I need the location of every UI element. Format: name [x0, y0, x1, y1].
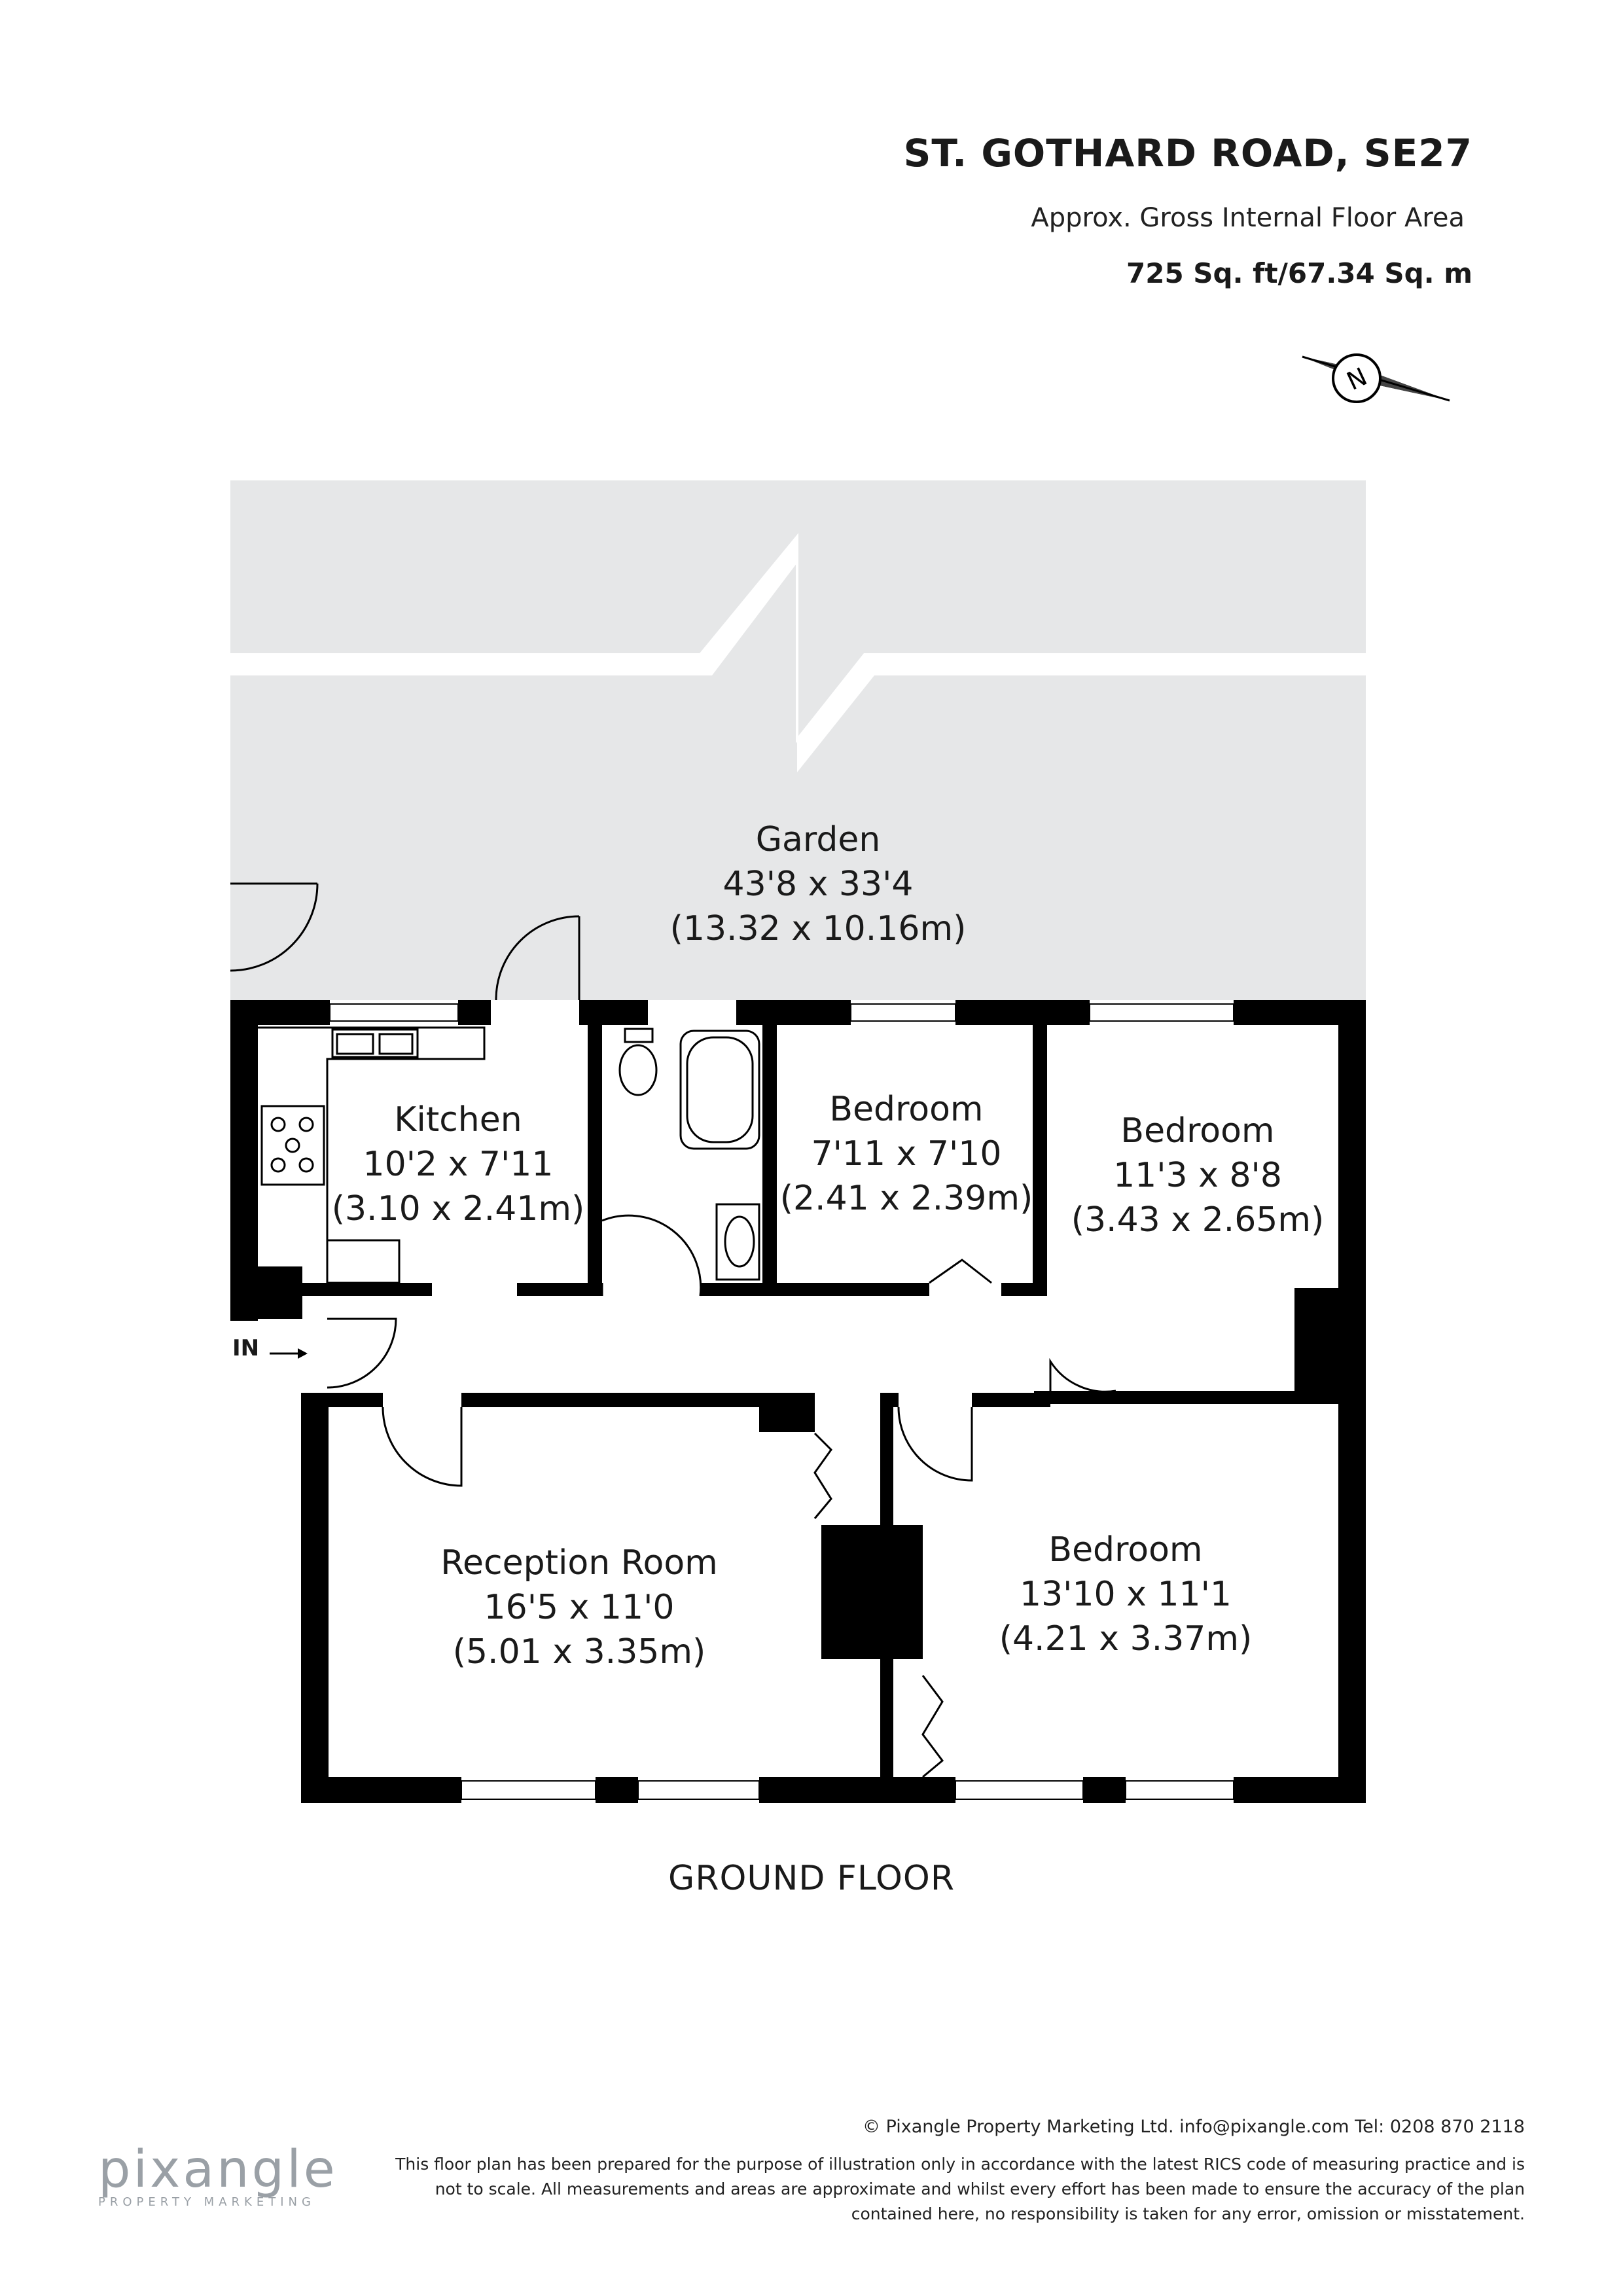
entrance-label: IN — [232, 1335, 260, 1361]
garden-gate — [230, 882, 319, 972]
floor-label: GROUND FLOOR — [668, 1859, 955, 1898]
kitchen-door-swing — [495, 915, 580, 1001]
bedroom-3-metric: (4.21 x 3.37m) — [999, 1619, 1253, 1659]
bedroom-3-name: Bedroom — [1048, 1530, 1202, 1570]
garden-metric: (13.32 x 10.16m) — [670, 909, 967, 948]
disclaimer-line-2: not to scale. All measurements and areas… — [435, 2179, 1525, 2198]
bedroom-1-label: Bedroom 7'11 x 7'10 (2.41 x 2.39m) — [780, 1090, 1033, 1218]
bedroom-3-label: Bedroom 13'10 x 11'1 (4.21 x 3.37m) — [999, 1530, 1253, 1659]
bedroom-2-name: Bedroom — [1120, 1111, 1274, 1151]
pixangle-logo: pixangle PROPERTY MARKETING — [98, 2140, 360, 2209]
north-compass-icon: N — [1302, 353, 1450, 403]
garden-name: Garden — [756, 820, 881, 859]
garden-imperial: 43'8 x 33'4 — [723, 865, 914, 904]
door-swings — [327, 1259, 1116, 1778]
logo-tagline: PROPERTY MARKETING — [98, 2195, 315, 2209]
kitchen-name: Kitchen — [394, 1100, 522, 1139]
disclaimer-line-3: contained here, no responsibility is tak… — [851, 2204, 1525, 2223]
kitchen-metric: (3.10 x 2.41m) — [332, 1189, 585, 1229]
bedroom-1-metric: (2.41 x 2.39m) — [780, 1179, 1033, 1218]
walls — [230, 1000, 1366, 1803]
bedroom-1-name: Bedroom — [829, 1090, 983, 1129]
kitchen-imperial: 10'2 x 7'11 — [363, 1145, 554, 1184]
floor-area: 725 Sq. ft/67.34 Sq. m — [1126, 257, 1472, 289]
area-caption: Approx. Gross Internal Floor Area — [1031, 203, 1465, 233]
kitchen-fixtures — [258, 1026, 486, 1284]
windows — [329, 1003, 1234, 1800]
bedroom-2-imperial: 11'3 x 8'8 — [1113, 1156, 1282, 1195]
reception-metric: (5.01 x 3.35m) — [453, 1632, 706, 1672]
bedroom-2-metric: (3.43 x 2.65m) — [1071, 1200, 1325, 1240]
garden-area — [230, 480, 1366, 1000]
logo-word: pixangle — [98, 2140, 338, 2199]
kitchen-label: Kitchen 10'2 x 7'11 (3.10 x 2.41m) — [332, 1100, 585, 1229]
bedroom-3-imperial: 13'10 x 11'1 — [1020, 1575, 1232, 1614]
reception-label: Reception Room 16'5 x 11'0 (5.01 x 3.35m… — [440, 1543, 718, 1672]
garden-label: Garden 43'8 x 33'4 (13.32 x 10.16m) — [670, 820, 967, 948]
bedroom-1-imperial: 7'11 x 7'10 — [812, 1134, 1002, 1174]
entrance-arrow-icon — [270, 1348, 308, 1359]
bathroom-fixtures — [601, 1028, 760, 1297]
reception-name: Reception Room — [440, 1543, 718, 1583]
copyright-line: © Pixangle Property Marketing Ltd. info@… — [863, 2117, 1525, 2137]
property-title: ST. GOTHARD ROAD, SE27 — [903, 131, 1472, 175]
disclaimer-line-1: This floor plan has been prepared for th… — [395, 2155, 1525, 2174]
reception-imperial: 16'5 x 11'0 — [484, 1588, 675, 1627]
bedroom-2-label: Bedroom 11'3 x 8'8 (3.43 x 2.65m) — [1071, 1111, 1325, 1240]
